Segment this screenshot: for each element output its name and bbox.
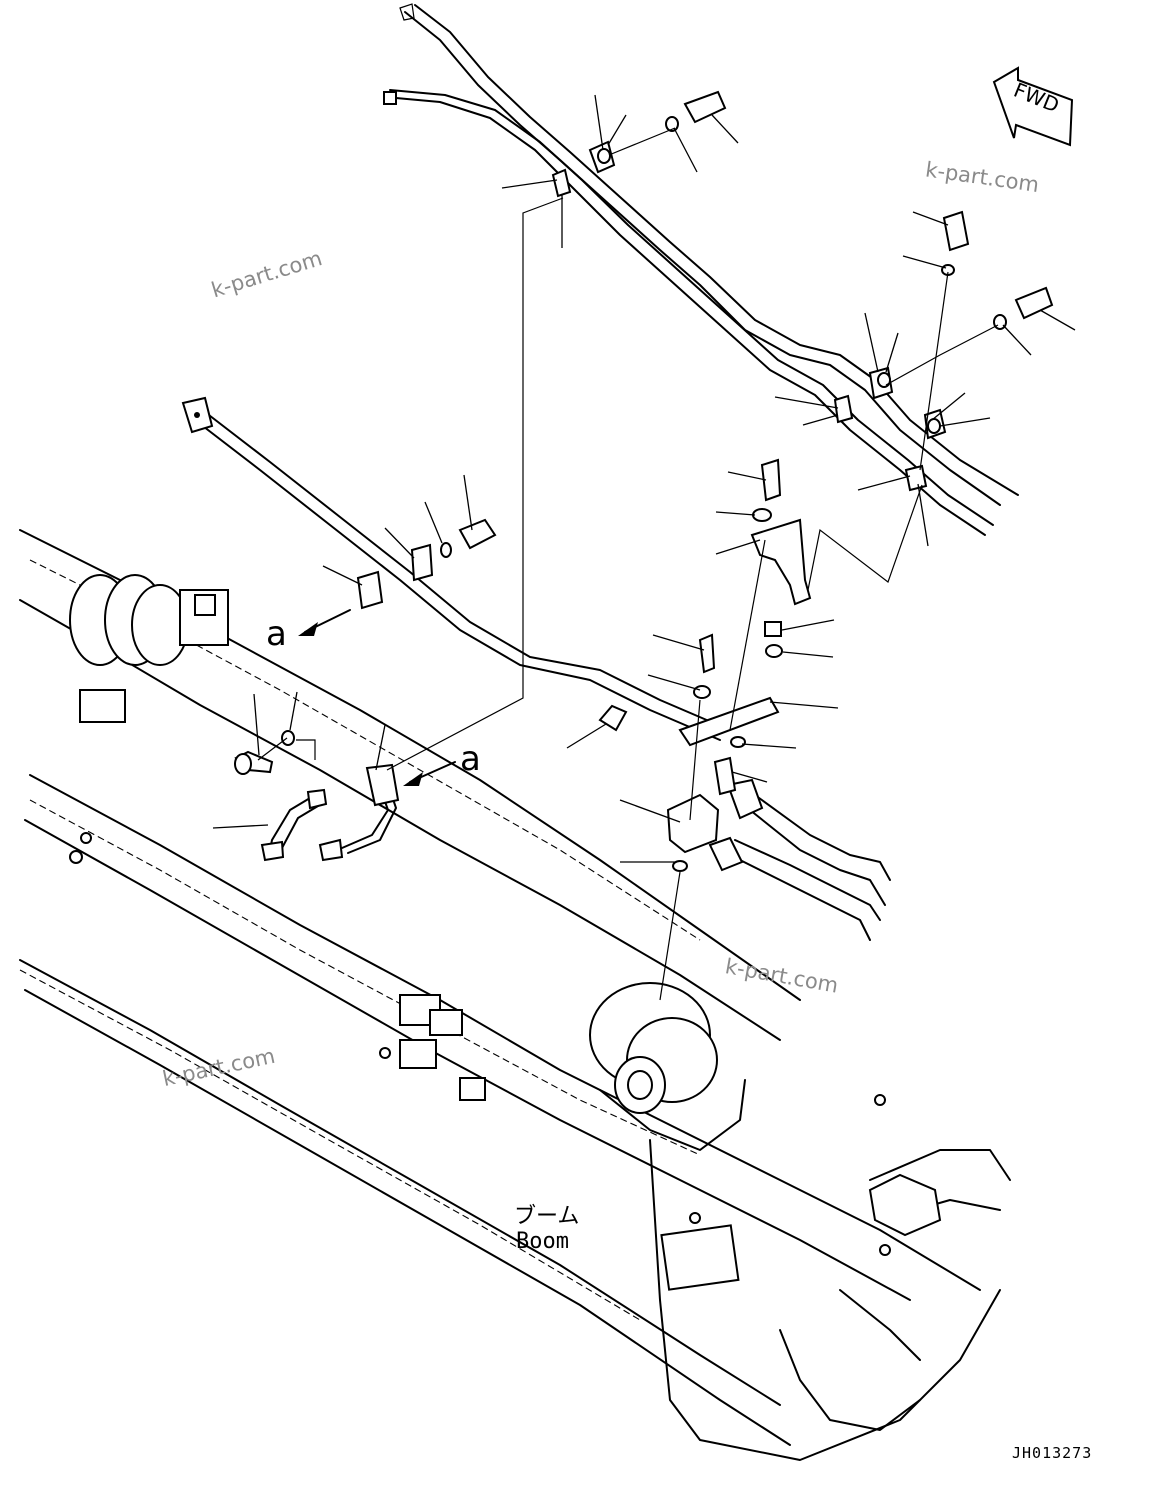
upper-hose-right xyxy=(383,89,994,536)
view-label-a-right: a xyxy=(460,739,481,779)
watermark-1: k-part.com xyxy=(209,246,325,302)
boom-label-en: Boom xyxy=(516,1229,569,1254)
upper-hose-left xyxy=(399,3,1019,506)
middle-pipe xyxy=(181,396,731,741)
watermark-3: k-part.com xyxy=(723,954,840,997)
fwd-arrow: FWD xyxy=(992,66,1074,147)
boom-structure xyxy=(19,774,1011,1461)
hose-lower-right xyxy=(708,778,891,941)
view-marker-right: a xyxy=(403,739,481,786)
watermark-4: k-part.com xyxy=(160,1044,277,1091)
drawing-code: JH013273 xyxy=(1012,1444,1092,1462)
right-clamps xyxy=(833,210,1054,492)
view-marker-left: a xyxy=(266,609,351,654)
bolt-left xyxy=(234,730,295,775)
leader-lines xyxy=(212,94,1076,1001)
watermark-2: k-part.com xyxy=(924,157,1041,197)
bracket-mid-1 xyxy=(356,518,497,610)
bracket-right xyxy=(598,458,812,872)
boom-label-jp: ブーム xyxy=(514,1204,579,1229)
boom-cylinder xyxy=(19,529,801,1041)
clamp-band xyxy=(260,763,400,862)
view-label-a-left: a xyxy=(266,614,287,654)
upper-clamp-1 xyxy=(551,90,727,198)
